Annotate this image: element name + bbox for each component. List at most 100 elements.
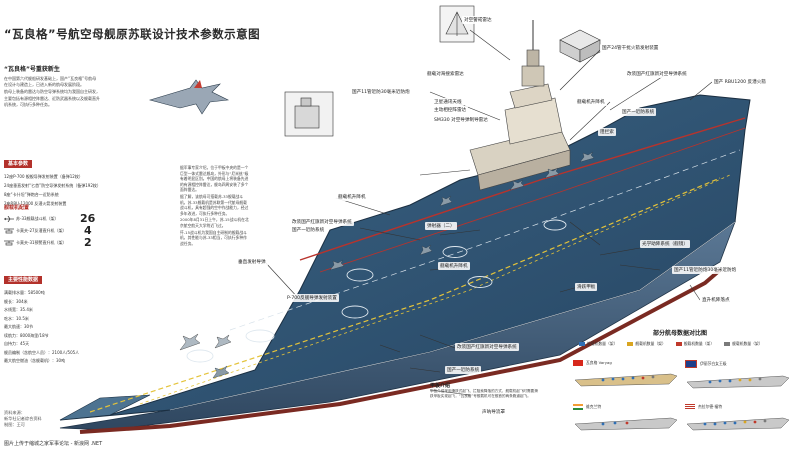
su33-inset (148, 79, 230, 115)
callout-ciws-system: 国产一近防系统 (620, 108, 657, 116)
white-center-line (229, 149, 741, 331)
callout-surface-radar: 舰载对海搜索雷达 (425, 70, 466, 78)
aircraft-heading: 舰载机配置 (4, 205, 30, 211)
aircraft-count: 26 (80, 212, 96, 225)
intro-heading: “瓦良格”号重获新生 (4, 66, 60, 73)
legend-item: 舰载机数量（架） (675, 341, 714, 347)
callout-catapult: 弹射器（二） (425, 222, 457, 230)
main-data-row: 最大航速：30节 (4, 324, 34, 329)
uk-flag-icon (685, 360, 697, 368)
callout-ciws-30mm: 国产11管近防炮30毫米近防炮 (672, 266, 739, 274)
cn-flag-icon (573, 360, 583, 366)
center-text: 据军事专家介绍，位于甲板中央的是一个巨型一体式雷达舰岛，外形与“尼米兹”级有着明… (180, 165, 250, 247)
helicopter-icon (4, 228, 14, 234)
callout-cn-hq: 改装国产红旗新对空导弹系统 (455, 343, 519, 351)
callout-sonar-dome: 声呐导流罩 (480, 408, 507, 416)
aircraft-row: 卡莫夫-31预警直升机（架） 2 (4, 236, 104, 249)
intro-text: 在中国第六代舰船研发基础上，国产“瓦良格”号航母在设计与建造上，已进入新的航母发… (4, 76, 100, 108)
callout-ciws: 国产11管近防30毫米近防炮 (350, 88, 412, 96)
deck-aircraft (212, 151, 595, 379)
basic-params-section: 基本参数 12座P-700 舰舰导弹发射装置（备弹12枚） 24座垂直发射“匕首… (4, 150, 104, 210)
helicopter-icon (4, 240, 14, 246)
callout-optical-landing: 光学助降系统（舰镜） (640, 240, 690, 248)
in-flag-icon (573, 404, 583, 410)
main-data-section: 主要性能数据 满载排水量：58500吨 舰长：304米 水线宽：35.4米 吃水… (4, 266, 112, 367)
callout-helo-spot: 直升机降落点 (700, 296, 732, 304)
radar-inset (439, 5, 475, 43)
ship-silhouette (686, 375, 790, 389)
intro-section: “瓦良格”号重获新生 在中国第六代舰船研发基础上，国产“瓦良格”号航母在设计与建… (4, 64, 100, 109)
ship-card: 瓦良格 Varyag (573, 360, 678, 392)
basic-param-row: 12座P-700 舰舰导弹发射装置（备弹12枚） (4, 174, 83, 179)
center-paragraph: 据了解，该航母可搭载苏-33舰载战斗机，苏-33舰载机是苏联第一代航母舰载战斗机… (180, 193, 249, 216)
callout-ciws-2: 国产一近防系统 (290, 226, 327, 234)
callout-ski-jump: 滑跃甲板 (575, 283, 598, 291)
credit-line: 制图：王可 (4, 422, 25, 427)
red-angled-line-2 (319, 127, 746, 273)
main-data-row: 自持力：45天 (4, 341, 30, 346)
main-data-row: 满载排水量：58500吨 (4, 290, 45, 295)
aircraft-label: 苏-33舰载战斗机（架） (16, 216, 59, 221)
credit-line: 资料来源： (4, 410, 25, 415)
center-paragraph: 2000年8月31日上午，苏-15战斗机在北京航空航天大学附近飞过。 (180, 217, 249, 228)
ship-name: 瓦良格 Varyag (586, 360, 612, 365)
ski-jump (59, 394, 151, 421)
center-paragraph: 歼-15战斗机为我国自主研制的舰载战斗机，其性能与苏-33相当，可执行多种作战任… (180, 229, 247, 246)
main-data-row: 最大航空燃油（含舰载机）：30吨 (4, 358, 66, 363)
legend-item: 舰载机数量（架） (627, 341, 666, 347)
credit-line: 新华社记者综合资料 (4, 416, 42, 421)
aircraft-label: 卡莫夫-31预警直升机（架） (16, 240, 67, 245)
callout-rbu-launcher: 国产 RBU1200 反潜火箭 (712, 78, 768, 86)
aircraft-row: 卡莫夫-27反潜直升机（架） 4 (4, 224, 104, 237)
callout-elevator: 舰载机升降机 (336, 193, 368, 201)
callout-cn-ciws: 国产一近防系统 (445, 366, 482, 374)
aircraft-count: 2 (84, 236, 92, 249)
callout-arrest-cable: 阻拦索 (598, 128, 616, 136)
basic-params-heading: 基本参数 (4, 160, 33, 168)
yellow-runway-line-2 (139, 174, 731, 405)
basic-param-row: 8座“卡什坦”弹炮合一近防系统 (4, 192, 59, 197)
callout-air-search-radar: 对空警戒雷达 (462, 16, 494, 24)
island (469, 20, 571, 191)
callout-24-tube-launcher: 国产24管干扰火箭发射装置 (600, 44, 661, 52)
ship-card: 杰拉尔德·福特 (685, 404, 790, 436)
callout-hq-missile: 改装国产红旗新对空导弹系统 (625, 70, 689, 78)
comparison-panel: 部分航母数据对比图 舰载机数量（架） 舰载机数量（架） 舰载机数量（架） 舰载机… (565, 328, 795, 446)
comparison-legend: 舰载机数量（架） 舰载机数量（架） 舰载机数量（架） 舰载机数量（架） (565, 341, 795, 347)
callout-lines (264, 29, 713, 396)
callout-elevator-2: 舰载机升降机 (438, 262, 470, 270)
ciws-inset (284, 91, 334, 137)
watermark: 图片上传于缩城之家军事论坛 - 新浪网 .NET (4, 441, 103, 447)
main-data-row: 吃水：10.5米 (4, 315, 29, 321)
callout-aesa-radar: 主动相控阵雷达 (432, 106, 469, 114)
deck-edge-rail (169, 221, 736, 411)
ship-silhouette (686, 417, 790, 431)
deck-intro-heading: 甲板介绍 (430, 383, 451, 389)
aircraft-row: 苏-33舰载战斗机（架） 26 (4, 212, 104, 225)
basic-param-row: 24座垂直发射“匕首”防空导弹发射系统（备弹192枚） (4, 183, 101, 188)
hangar-aircraft (179, 333, 232, 351)
ship-silhouette (574, 417, 678, 431)
callout-sat-antenna: 卫星通讯天线 (432, 98, 464, 106)
legend-item: 舰载机数量（架） (579, 341, 617, 347)
main-data-row: 舰员编制（含航空人员）：2100人/505人 (4, 349, 80, 355)
main-data-row: 续航力：8000海里/18节 (4, 332, 49, 338)
page-title: “瓦良格”号航空母舰原苏联设计技术参数示意图 (4, 27, 261, 41)
ship-card: 伊丽莎白女王级 (685, 360, 790, 394)
landing-spots (186, 219, 567, 363)
credits: 资料来源： 新华社记者综合资料 制图：王可 (4, 410, 42, 428)
red-angled-line (299, 117, 746, 261)
legend-item: 舰载机数量（架） (724, 341, 763, 347)
us-flag-icon (685, 404, 695, 410)
ship-name: 杰拉尔德·福特 (698, 404, 722, 409)
intro-paragraph: 航母上装备的雷达与防空导弹系统均为我国自主研发，主要包括有源相控阵雷达、近防武器… (4, 89, 100, 107)
launcher-inset (559, 29, 601, 63)
deck-intro: 甲板介绍 甲板介绍采用滑跃式起飞、拦阻索降落的方式，舰载机起飞时需要滑跃甲板实现… (430, 382, 540, 399)
fighter-icon (4, 216, 14, 222)
hull-waterline (79, 268, 722, 434)
main-data-heading: 主要性能数据 (4, 276, 43, 284)
center-paragraph: 据军事专家介绍，位于甲板中央的是一个巨型一体式雷达舰岛，外形与“尼米兹”级有着明… (180, 165, 249, 193)
aircraft-section: 舰载机配置 苏-33舰载战斗机（架） 26 卡莫夫-27反潜直升机（架） 4 卡… (4, 204, 104, 249)
main-data-row: 水线宽：35.4米 (4, 307, 33, 312)
